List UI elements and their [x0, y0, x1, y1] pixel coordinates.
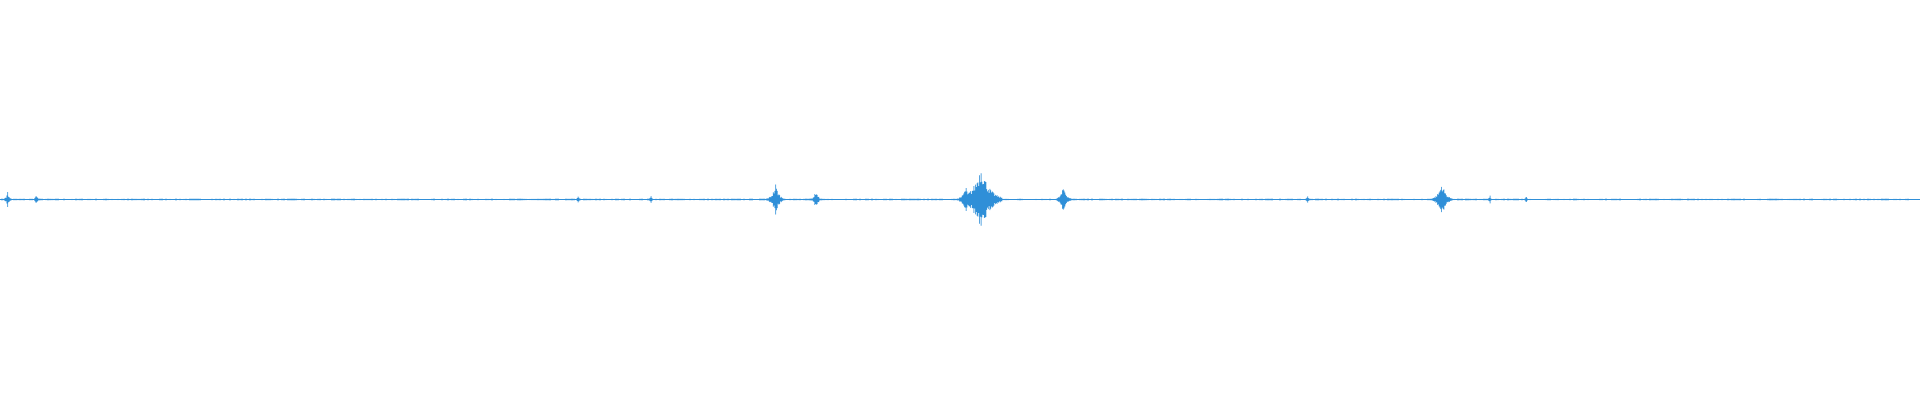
- waveform-peaks: [1, 173, 1919, 226]
- waveform-peak: [1430, 186, 1453, 213]
- waveform-peak: [1054, 189, 1073, 210]
- waveform-peak: [2, 192, 13, 207]
- waveform-peak: [574, 196, 581, 203]
- waveform-peak: [1486, 195, 1493, 204]
- waveform-peak: [959, 173, 1003, 226]
- waveform-peak: [765, 184, 786, 215]
- waveform-peak: [647, 196, 654, 203]
- waveform-peak: [1523, 197, 1530, 202]
- waveform-peak: [32, 195, 40, 204]
- waveform-peak: [1304, 196, 1311, 203]
- waveform-peak: [809, 193, 823, 206]
